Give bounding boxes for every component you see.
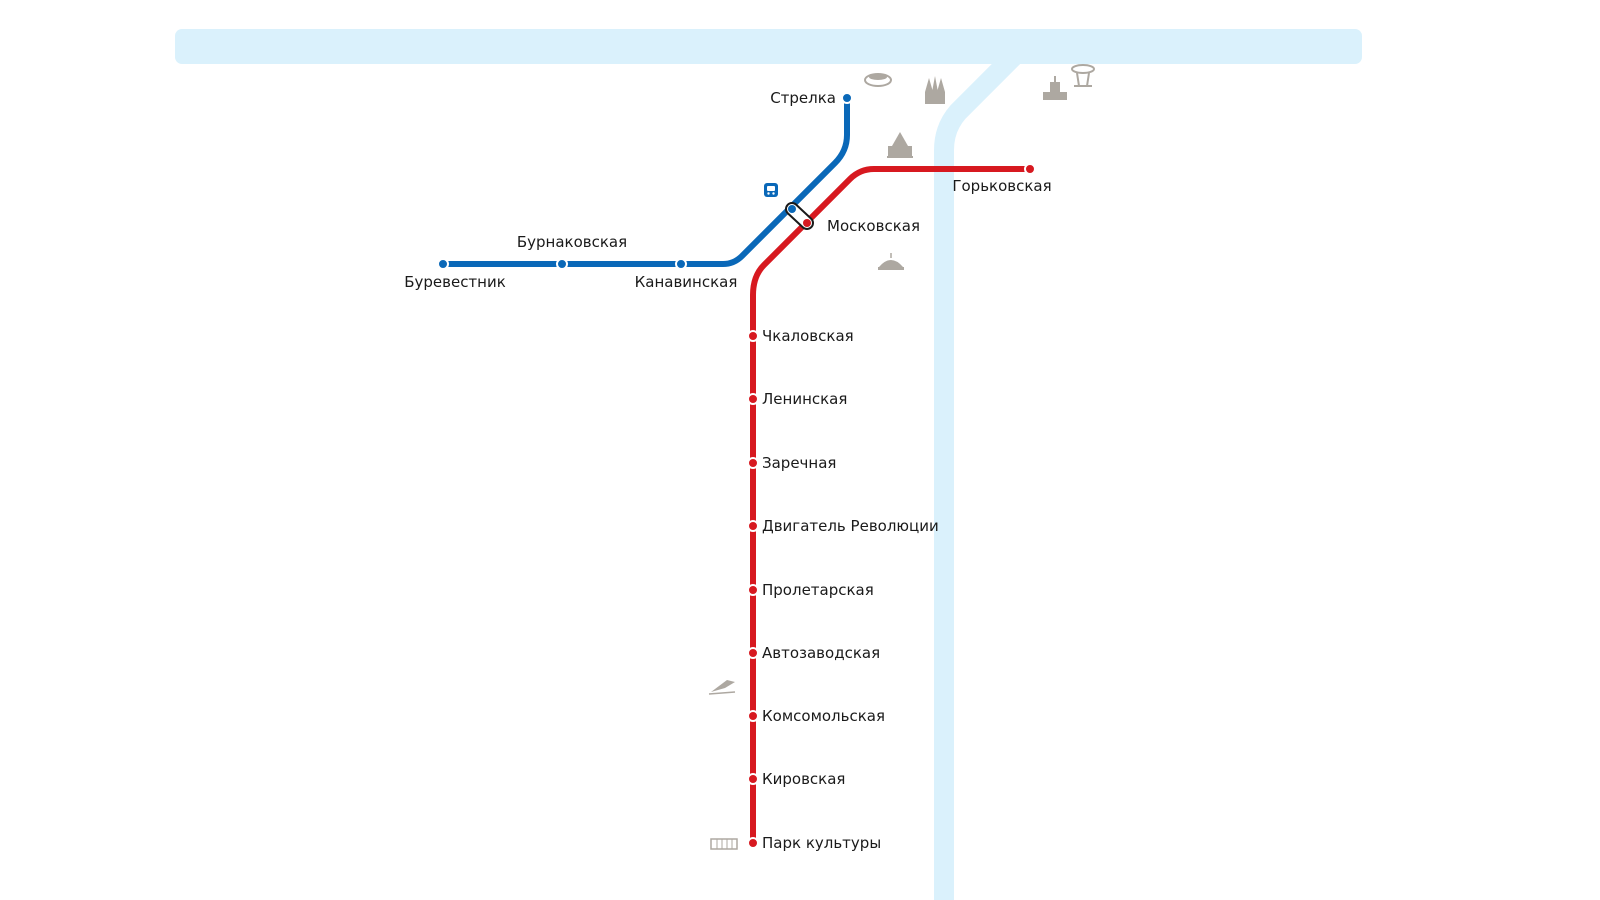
station-label-kirovskaya: Кировская [762,770,845,788]
station-label-burevestnik: Буревестник [404,273,506,291]
monument-icon [1043,76,1067,100]
station-leninskaya[interactable]: Ленинская [747,390,847,408]
station-dot-moskovskaya-blue [788,205,796,213]
station-label-dvigatel-revolyutsii: Двигатель Революции [762,517,939,535]
transfer-moskovskaya[interactable] [785,202,814,230]
oka-river [175,29,1362,64]
station-dot [747,837,759,849]
station-label-avtozavodskaya: Автозаводская [762,644,880,662]
station-dot [747,773,759,785]
stadium-icon [864,73,892,87]
station-burnakovskaya[interactable]: Бурнаковская [517,233,627,270]
statue-icon [708,680,736,695]
red-line [750,166,1033,846]
station-chkalovskaya[interactable]: Чкаловская [747,327,854,345]
station-dot [747,457,759,469]
station-dot [747,330,759,342]
station-dot [841,92,853,104]
station-label-gorkovskaya: Горьковская [952,177,1051,195]
station-dot [1024,163,1036,175]
station-zarechnaya[interactable]: Заречная [747,454,836,472]
station-dot [675,258,687,270]
station-dot [556,258,568,270]
station-label-komsomolskaya: Комсомольская [762,707,885,725]
station-dot-moskovskaya-red [803,219,811,227]
station-burevestnik[interactable]: Буревестник [404,258,506,291]
station-label-kanavinskaya: Канавинская [635,273,738,291]
station-label-moskovskaya: Московская [827,217,920,235]
blue-stations: Стрелка Канавинская Бурнаковская Буревес… [404,89,853,291]
red-stations: Горьковская Московская Чкаловская Ленинс… [747,163,1052,852]
station-label-park-kultury: Парк культуры [762,834,881,852]
station-label-leninskaya: Ленинская [762,390,847,408]
station-dot [747,393,759,405]
landmarks [708,64,1095,850]
tower-icon [1071,64,1095,87]
train-icon [764,183,778,197]
station-park-kultury[interactable]: Парк культуры [747,834,881,852]
station-dot [747,710,759,722]
station-label-zarechnaya: Заречная [762,454,836,472]
kremlin-icon [887,132,913,158]
rivers [175,29,1362,900]
station-dot [747,647,759,659]
station-label-burnakovskaya: Бурнаковская [517,233,627,251]
station-label-chkalovskaya: Чкаловская [762,327,854,345]
station-dot [437,258,449,270]
station-gorkovskaya[interactable]: Горьковская [952,163,1052,195]
volga-river [934,38,1032,900]
cathedral-icon [925,76,945,104]
station-avtozavodskaya[interactable]: Автозаводская [747,644,880,662]
building-icon [710,838,738,850]
station-label-strelka: Стрелка [770,89,836,107]
station-label-proletarskaya: Пролетарская [762,581,874,599]
fair-icon [878,253,904,270]
station-dot [747,520,759,532]
station-kirovskaya[interactable]: Кировская [747,770,845,788]
station-strelka[interactable]: Стрелка [770,89,853,107]
station-dvigatel-revolyutsii[interactable]: Двигатель Революции [747,517,939,535]
station-proletarskaya[interactable]: Пролетарская [747,581,874,599]
station-dot [747,584,759,596]
station-kanavinskaya[interactable]: Канавинская [635,258,738,291]
station-komsomolskaya[interactable]: Комсомольская [747,707,885,725]
